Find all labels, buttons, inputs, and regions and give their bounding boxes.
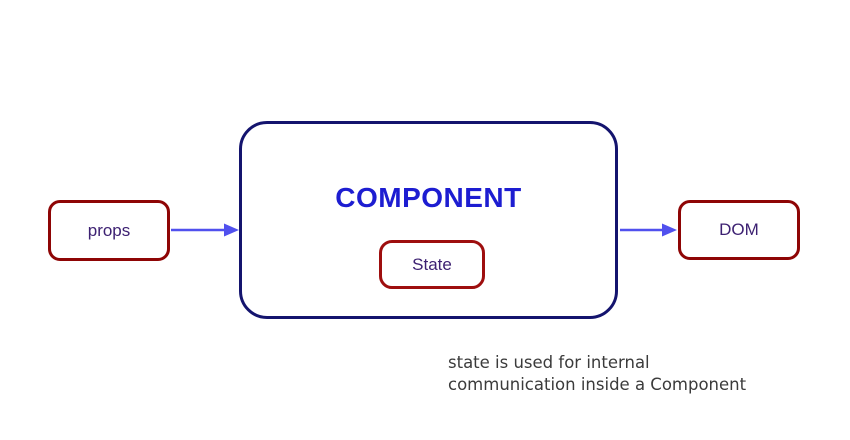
node-state: State [379,240,485,289]
component-title: COMPONENT [335,182,522,213]
node-dom: DOM [678,200,800,260]
node-props: props [48,200,170,261]
node-state-label: State [412,254,452,274]
node-component: COMPONENT State [239,121,618,319]
arrow-component-to-dom-icon [620,223,677,237]
arrow-props-to-component-icon [171,223,239,237]
caption: state is used for internal communication… [448,352,746,395]
node-dom-label: DOM [719,220,759,239]
caption-line-1: state is used for internal [448,353,650,372]
node-props-label: props [87,220,131,240]
caption-line-2: communication inside a Component [448,374,747,394]
